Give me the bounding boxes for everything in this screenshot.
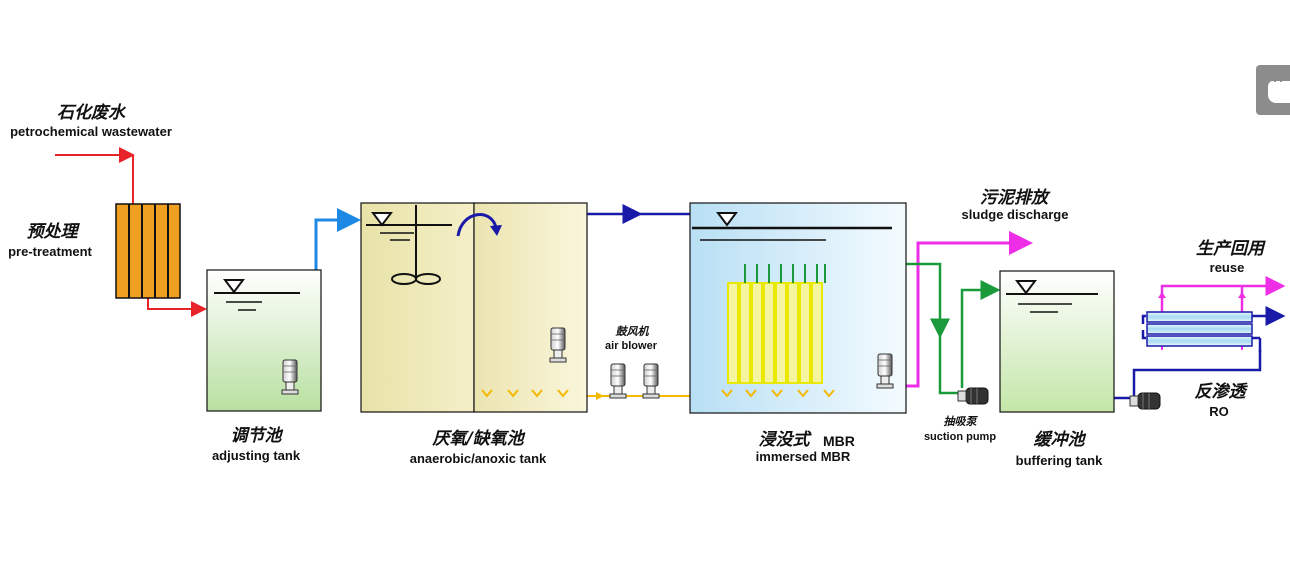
anaerobic-anoxic-tank [360, 202, 588, 413]
air-blowers [609, 363, 660, 399]
label-buffering-zh: 缓冲池 [1034, 430, 1087, 450]
label-wastewater-en: petrochemical wastewater [10, 124, 172, 139]
suction-pump [957, 387, 989, 405]
label-reuse-zh: 生产回用 [1196, 239, 1266, 259]
label-suction-zh: 抽吸泵 [944, 415, 979, 428]
cup-icon [1268, 76, 1290, 103]
label-sludge-zh: 污泥排放 [980, 188, 1051, 208]
reuse-pipe [1160, 276, 1286, 312]
label-wastewater-zh: 石化废水 [57, 103, 127, 123]
label-ro-en: RO [1209, 404, 1229, 419]
label-anaerobic-en: anaerobic/anoxic tank [410, 451, 547, 466]
suction-to-buffer-pipe [960, 280, 1001, 388]
label-adjusting-en: adjusting tank [212, 448, 301, 463]
adjusting-tank [206, 269, 322, 412]
label-mbr-zh-suffix: MBR [823, 433, 855, 449]
air-blower-1 [609, 363, 627, 399]
label-blower-en: air blower [605, 340, 658, 352]
label-mbr-zh: 浸没式 [759, 430, 813, 450]
pretreatment-screen [115, 203, 181, 299]
buffer-to-ro-pipe [1114, 350, 1262, 400]
label-sludge-en: sludge discharge [962, 207, 1069, 222]
label-pretreatment-en: pre-treatment [8, 244, 92, 259]
pretreatment-outlet-pipe [147, 298, 207, 317]
immersed-mbr-tank [689, 202, 907, 414]
label-anaerobic-zh: 厌氧/缺氧池 [431, 429, 525, 449]
label-reuse-en: reuse [1210, 260, 1245, 275]
label-pretreatment-zh: 预处理 [27, 222, 81, 242]
label-adjusting-zh: 调节池 [231, 426, 284, 446]
label-blower-zh: 鼓风机 [616, 325, 650, 338]
label-ro-zh: 反渗透 [1195, 382, 1249, 402]
label-buffering-en: buffering tank [1016, 453, 1103, 468]
ro-membranes [1146, 311, 1253, 347]
circulation-arrow [456, 213, 498, 237]
buffering-tank [999, 270, 1115, 413]
label-mbr-en: immersed MBR [756, 449, 851, 464]
label-suction-en: suction pump [924, 431, 996, 443]
membrane-modules [727, 282, 823, 384]
side-widget-button[interactable] [1256, 65, 1290, 115]
air-blower-2 [642, 363, 660, 399]
